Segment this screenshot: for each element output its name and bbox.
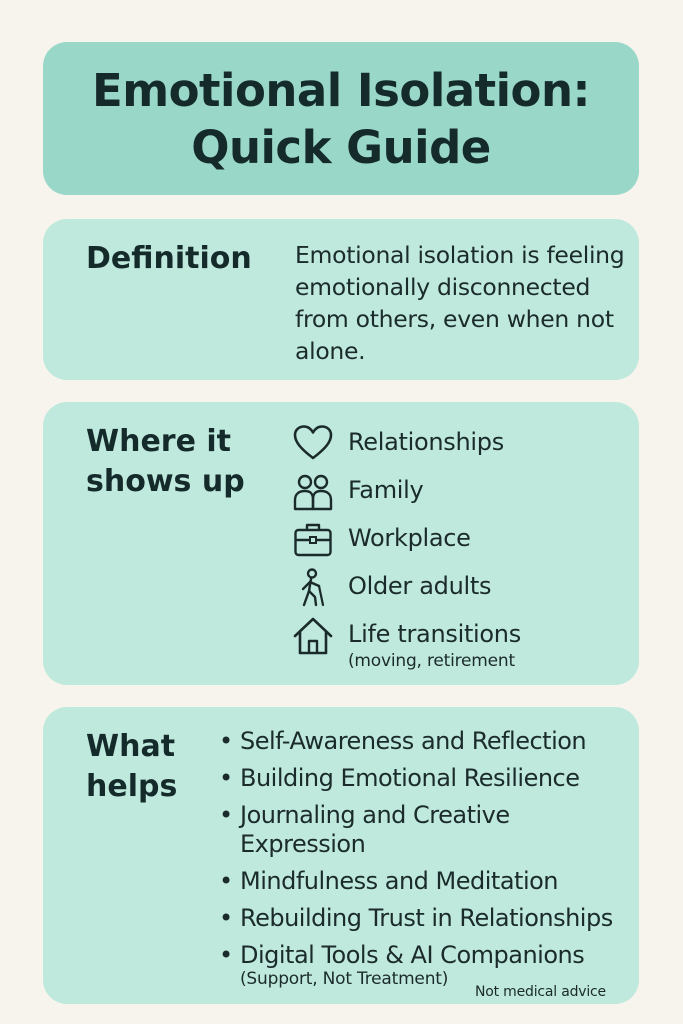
list-item: •Building Emotional Resilience <box>219 764 639 793</box>
title-card: Emotional Isolation: Quick Guide <box>43 42 639 195</box>
list-item-text: Rebuilding Trust in Relationships <box>240 904 613 932</box>
list-item: •Mindfulness and Meditation <box>219 867 639 896</box>
where-item-label: Workplace <box>348 524 471 552</box>
definition-card: Definition Emotional isolation is feelin… <box>43 219 639 380</box>
list-item: •Digital Tools & AI Companions <box>219 941 639 970</box>
where-item-label: Older adults <box>348 572 492 600</box>
where-heading: Where it shows up <box>86 424 245 499</box>
people-icon <box>293 474 333 511</box>
where-item-sublabel: (moving, retirement <box>348 651 515 671</box>
where-item-label: Relationships <box>348 428 504 456</box>
list-item-text: Building Emotional Resilience <box>240 764 580 792</box>
list-item-text: Self-Awareness and Reflection <box>240 727 587 755</box>
bullet: • <box>219 764 233 792</box>
bullet: • <box>219 727 233 755</box>
where-card: Where it shows up Relationships Family <box>43 402 639 685</box>
helps-note: (Support, Not Treatment) <box>240 969 449 989</box>
where-item-label: Family <box>348 476 424 504</box>
where-item-label: Life transitions <box>348 620 521 648</box>
list-item: •Self-Awareness and Reflection <box>219 727 639 756</box>
page-title-line-2: Quick Guide <box>191 120 491 174</box>
bullet: • <box>219 904 233 932</box>
walking-cane-icon <box>301 568 325 607</box>
helps-heading: What helps <box>86 729 178 804</box>
heart-icon <box>293 425 333 460</box>
definition-text: Emotional isolation is feeling emotional… <box>295 241 625 365</box>
house-icon <box>293 617 333 655</box>
helps-card: What helps •Self-Awareness and Reflectio… <box>43 707 639 1004</box>
helps-list: •Self-Awareness and Reflection •Building… <box>219 727 639 978</box>
list-item: •Rebuilding Trust in Relationships <box>219 904 639 933</box>
list-item-text: Mindfulness and Meditation <box>240 867 559 895</box>
briefcase-icon <box>294 523 332 557</box>
disclaimer: Not medical advice <box>475 984 606 1000</box>
list-item: •Journaling and Creative Expression <box>219 801 639 859</box>
bullet: • <box>219 801 233 829</box>
definition-heading: Definition <box>86 241 252 276</box>
bullet: • <box>219 867 233 895</box>
list-item-text: Digital Tools & AI Companions <box>240 941 585 969</box>
list-item-text: Journaling and Creative Expression <box>240 801 510 858</box>
bullet: • <box>219 941 233 969</box>
page-title-line-1: Emotional Isolation: <box>91 63 591 117</box>
